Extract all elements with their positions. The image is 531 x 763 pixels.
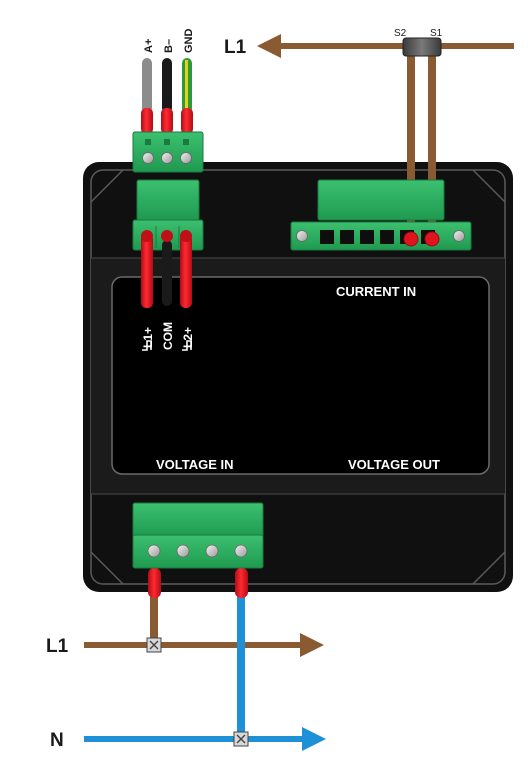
top-l1-label: L1 xyxy=(224,37,247,58)
supply-l1-label: L1 xyxy=(46,636,69,657)
pulse-label-com: COM xyxy=(161,322,175,350)
ct-s2-label: S2 xyxy=(394,28,407,39)
ct-wire-s2 xyxy=(407,55,415,241)
wire-b-minus-black xyxy=(161,58,173,134)
ct-wire-s1-sleeve xyxy=(424,231,440,247)
ct-wire-s1 xyxy=(428,55,436,241)
wire-pulse-l1-plus xyxy=(141,230,153,308)
voltage-out-label: VOLTAGE OUT xyxy=(348,457,440,472)
l1-junction-clamp xyxy=(146,637,162,653)
top-terminal-block xyxy=(132,131,204,173)
top-wire-labels: A+ B– GND xyxy=(143,29,195,54)
top-l1-line xyxy=(257,34,514,58)
wire-pulse-com xyxy=(161,230,173,306)
supply-n-line xyxy=(84,727,326,751)
ct-s1-label: S1 xyxy=(430,28,443,39)
supply-n-label: N xyxy=(50,730,64,751)
current-transformer-clamp xyxy=(402,37,442,57)
pulse-waveform-icon xyxy=(142,340,192,351)
current-in-terminal xyxy=(290,179,472,251)
n-junction-clamp xyxy=(233,731,249,747)
label-panel xyxy=(111,276,490,475)
voltage-in-wire-l1 xyxy=(148,568,161,646)
ct-wire-s2-sleeve xyxy=(403,231,419,247)
pulse-label-l2-plus: L2+ xyxy=(181,327,195,348)
voltage-in-terminal xyxy=(132,502,264,569)
pulse-label-l1-plus: L1+ xyxy=(141,327,155,348)
voltage-in-wire-n xyxy=(235,568,248,740)
top-label-gnd: GND xyxy=(183,29,195,54)
wire-a-plus-grey xyxy=(141,58,153,134)
top-label-a-plus: A+ xyxy=(143,39,155,53)
supply-l1-line xyxy=(84,633,324,657)
current-in-label: CURRENT IN xyxy=(336,284,416,299)
voltage-in-label: VOLTAGE IN xyxy=(156,457,234,472)
wire-gnd-green-yellow xyxy=(181,58,193,134)
wire-pulse-l2-plus xyxy=(180,230,192,308)
top-label-b-minus: B– xyxy=(163,39,175,53)
